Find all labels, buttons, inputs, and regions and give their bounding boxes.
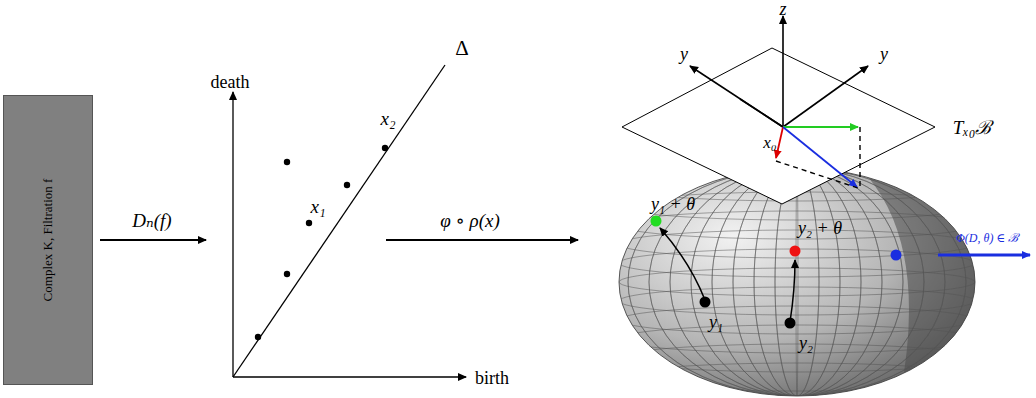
arrow-label: φ ∘ ρ(x) <box>440 211 500 230</box>
point-label: x₂ <box>380 109 395 128</box>
arrow-label: Dₙ(f) <box>132 211 171 230</box>
axis-label: birth <box>475 369 509 387</box>
point-label: y₂ <box>799 334 813 352</box>
axis-label: death <box>211 73 250 91</box>
point-label: y₁ + θ <box>651 195 695 213</box>
plane-label: Tₓ₀ℬ <box>953 118 992 137</box>
axis-label: z <box>779 0 786 18</box>
box-text: Complex K, Filtration f <box>40 179 56 302</box>
point-label: x₀ <box>763 134 776 151</box>
point-label: y₁ <box>709 313 723 331</box>
input-box: Complex K, Filtration f <box>3 95 93 385</box>
point-label: y₂ + θ <box>798 219 842 237</box>
output-label: Φ(D, θ) ∈ ℬ <box>956 232 1019 244</box>
axis-label: y <box>880 45 888 63</box>
point-label: x₁ <box>310 197 325 216</box>
diagonal-label: Δ <box>455 38 469 59</box>
axis-label: y <box>680 45 688 63</box>
